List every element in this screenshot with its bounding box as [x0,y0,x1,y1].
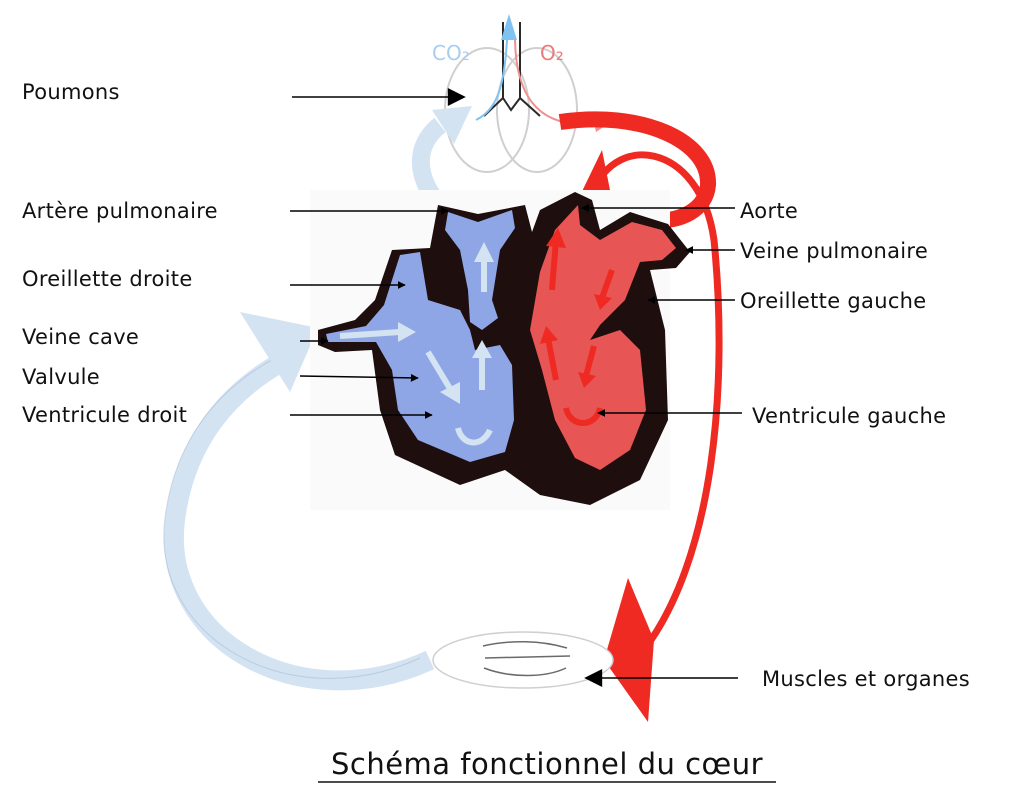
co2-up-arrow [501,14,517,40]
lungs-to-pulmonary-vein-arrow [558,111,716,229]
right-lung [496,47,578,173]
label-aorte: Aorte [740,199,798,223]
label-veine-cave: Veine cave [22,325,139,349]
label-poumons: Poumons [22,80,120,104]
muscles-organs [432,631,614,689]
muscles-arrow-head [604,578,654,722]
label-veine-pulmonaire: Veine pulmonaire [740,239,928,263]
label-oreillette-droite: Oreillette droite [22,267,193,291]
lungs-arrow-head [432,106,472,144]
aorta-to-body-arrow [586,151,723,658]
left-atrium-ventricle [530,205,676,470]
pulmonary-artery [445,210,515,330]
atrium-to-ventricle-arrow [425,350,455,394]
label-ventricule-droit: Ventricule droit [22,403,187,427]
o2-label: O₂ [540,41,564,65]
label-ventricule-gauche: Ventricule gauche [752,404,946,428]
muscle-fibers [482,641,571,677]
lungs [444,14,614,173]
vena-cava-inflow-arrow [339,329,401,339]
right-atrium-ventricle [326,252,514,462]
aorta-up-arrow [549,239,559,291]
label-muscles-organes: Muscles et organes [762,667,970,691]
heart [310,190,690,510]
pointer-lines [290,88,742,687]
body-to-vena-cava-arrow [163,351,435,691]
label-oreillette-gauche: Oreillette gauche [740,289,927,313]
label-artere-pulmonaire: Artère pulmonaire [22,199,218,223]
ventricle-curve-arrow [455,427,493,446]
co2-label: CO₂ [432,41,470,65]
muscles-organs-ellipse [432,631,614,689]
vena-cava-arrow-head [240,312,318,392]
trachea [483,22,541,117]
left-ventricle-down-arrow [583,345,597,377]
left-ventricle-up-arrow [545,337,559,381]
left-atrium-down-arrow [599,268,615,300]
pointer-valvule [299,373,419,382]
diagram-title: Schéma fonctionnel du cœur [331,747,763,781]
label-valvule: Valvule [22,365,100,389]
